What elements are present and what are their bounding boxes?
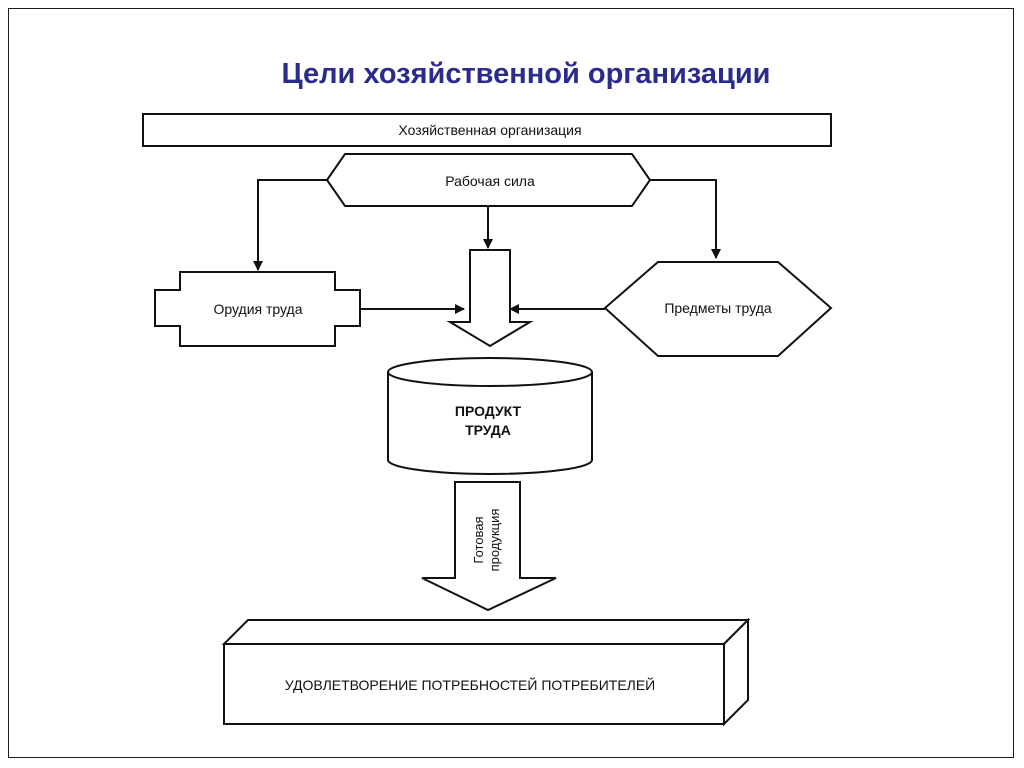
product-cylinder-top [387,357,593,387]
consumer-box-top [221,619,751,645]
tools-of-labor-node [154,271,361,347]
finished-goods-arrow [421,481,557,612]
product-cylinder-body [387,372,593,475]
labor-to-objects-arrow [650,179,721,259]
organization-label: Хозяйственная организация [398,122,581,138]
product-label-line2: ТРУДА [465,422,511,438]
labor-to-tools-arrow [253,179,327,271]
organization-bar [142,113,832,147]
finished-goods-label-line1: Готовая [471,516,486,563]
objects-of-labor-node [603,261,833,357]
consumer-box-front [223,643,725,725]
product-label-line1: ПРОДУКТ [455,403,522,419]
consumer-needs-label: УДОВЛЕТВОРЕНИЕ ПОТРЕБНОСТЕЙ ПОТРЕБИТЕЛЕЙ [285,676,656,693]
objects-of-labor-label: Предметы труда [664,300,772,316]
production-block-arrow [446,249,534,348]
labor-force-label: Рабочая сила [445,173,535,189]
finished-goods-label-line2: продукция [487,509,502,572]
page-title: Цели хозяйственной организации [281,58,770,90]
tools-of-labor-label: Орудия труда [213,301,302,317]
